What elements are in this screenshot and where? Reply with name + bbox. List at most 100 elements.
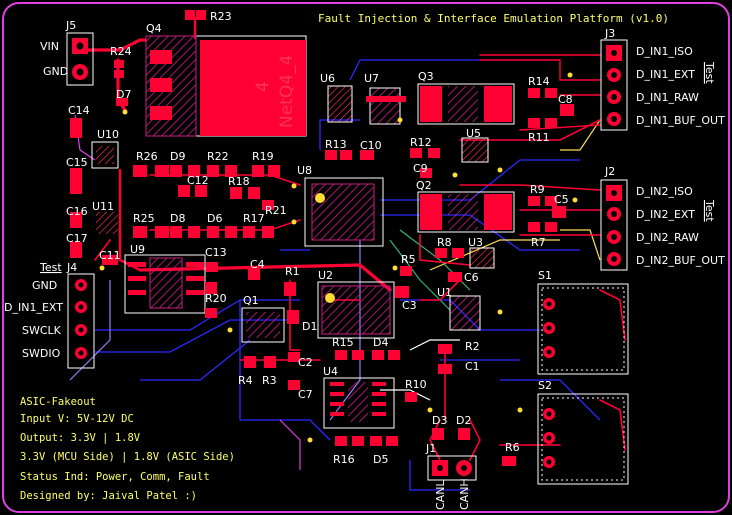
vias [99,72,578,443]
j2-pin-buf: D_IN2_BUF_OUT [636,254,725,267]
info-line-3: Output: 3.3V | 1.8V [20,432,141,444]
j3-connector: J3 D_IN1_ISO D_IN1_EXT D_IN1_RAW D_IN1_B… [600,27,725,131]
r16-ref: R16 [333,453,355,466]
info-line-4: 3.3V (MCU Side) | 1.8V (ASIC Side) [20,451,235,463]
r19-ref: R19 [252,150,274,163]
r14-ref: R14 [528,75,550,88]
d8-ref: D8 [170,212,185,225]
q4-net-num: 4 [253,81,273,92]
q3-q2-fets: Q3 Q2 R12 C9 U5 [410,70,515,233]
center-ics: U6 U7 R13 C10 U8 [297,72,406,247]
c12-ref: C12 [187,174,209,187]
r21-ref: R21 [265,204,287,217]
c16-ref: C16 [66,205,88,218]
u1-ref: U1 [437,286,452,299]
u11-ref: U11 [92,200,114,213]
u7-ref: U7 [364,72,379,85]
j3-pin-raw: D_IN1_RAW [636,91,699,104]
c14-ref: C14 [68,104,90,117]
r1-ref: R1 [285,265,300,278]
r7-ref: R7 [531,236,546,249]
r11-ref: R11 [528,131,550,144]
u2-area: U2 C3 U1 Q1 R1 D1 C4 [241,258,481,343]
u5-ref: U5 [466,127,481,140]
u4-ref: U4 [323,365,338,378]
u3-ref: U3 [468,236,483,249]
r8-ref: R8 [437,236,452,249]
c17-ref: C17 [66,232,88,245]
lower-mid-parts: R15 D4 C2 C7 R4 R3 R2 C1 U4 R10 R16 D5 [238,336,480,466]
c5-ref: C5 [554,193,569,206]
j3-ref: J3 [604,27,615,40]
d2-ref: D2 [456,414,471,427]
j1-pin-canl: CANL [434,480,447,510]
c6-ref: C6 [464,271,479,284]
left-power-parts: R24 D7 C14 U10 C15 C16 U11 C17 C11 [66,45,132,265]
j2-pin-iso: D_IN2_ISO [636,185,693,198]
board-title: Fault Injection & Interface Emulation Pl… [318,12,669,25]
r9-ref: R9 [530,183,545,196]
j4-pin-swclk: SWCLK [22,324,62,337]
j3-tag: Test [703,61,716,84]
u8-ref: U8 [297,164,312,177]
s1-ref: S1 [538,269,552,282]
c10-ref: C10 [360,139,382,152]
c9-ref: C9 [413,162,428,175]
info-line-2: Input V: 5V-12V DC [20,413,134,425]
u2-ref: U2 [318,269,333,282]
r22-ref: R22 [207,150,229,163]
r17-ref: R17 [243,212,265,225]
j1-pin-canh: CANH [458,478,471,510]
led-driver-rows: R26 D9 R22 R19 C12 R18 R21 R25 D8 D6 R17 [133,150,287,238]
j4-pin-gnd: GND [32,279,57,292]
j2-pin-ext: D_IN2_EXT [636,208,695,221]
q4-net-name: NetQ4_4 [277,55,297,128]
j5-connector: J5 VIN GND [40,19,94,86]
d4-ref: D4 [373,336,388,349]
c15-ref: C15 [66,156,88,169]
c3-ref: C3 [402,299,417,312]
c8-ref: C8 [558,93,573,106]
j1-ref: J1 [425,442,436,455]
d9-ref: D9 [170,150,185,163]
s1-switch: S1 [537,269,629,375]
r15-ref: R15 [332,336,354,349]
r5-ref: R5 [401,253,416,266]
q4-mosfet: Q4 4 NetQ4_4 [145,22,307,137]
j4-pin-din1-ext: D_IN1_EXT [4,301,63,314]
d3-ref: D3 [432,414,447,427]
c2-ref: C2 [298,356,313,369]
c13-ref: C13 [205,246,227,259]
q1-ref: Q1 [243,294,259,307]
r26-ref: R26 [136,150,158,163]
j4-connector: Test J4 GND D_IN1_EXT SWCLK SWDIO [4,261,95,369]
j4-pin-swdio: SWDIO [22,347,61,360]
d6-ref: D6 [207,212,222,225]
r13-ref: R13 [325,138,347,151]
r12-ref: R12 [410,136,432,149]
q4-ref: Q4 [146,22,162,35]
j2-connector: J2 D_IN2_ISO D_IN2_EXT D_IN2_RAW D_IN2_B… [600,165,725,271]
r3-ref: R3 [262,374,277,387]
d1-ref: D1 [302,320,317,333]
j5-pin-gnd: GND [43,65,68,78]
r20-ref: R20 [205,292,227,305]
j3-pin-buf: D_IN1_BUF_OUT [636,114,725,127]
info-line-5: Status Ind: Power, Comm, Fault [20,471,210,483]
u10-ref: U10 [97,128,119,141]
j1-can-connector: D3 D2 J1 CANL CANH R6 [425,414,520,510]
r23-resistor: R23 [185,10,232,23]
s2-switch: S2 [537,379,629,485]
c7-ref: C7 [298,388,313,401]
info-line-1: ASIC-Fakeout [20,396,96,408]
u9-ic: U9 C13 R20 [124,243,227,318]
c11-ref: C11 [99,249,121,262]
d7-ref: D7 [116,88,131,101]
q2-ref: Q2 [416,179,432,192]
r6-ref: R6 [505,441,520,454]
j2-tag: Test [703,199,716,222]
j3-pin-iso: D_IN1_ISO [636,45,693,58]
c4-ref: C4 [250,258,265,271]
c1-ref: C1 [465,360,480,373]
